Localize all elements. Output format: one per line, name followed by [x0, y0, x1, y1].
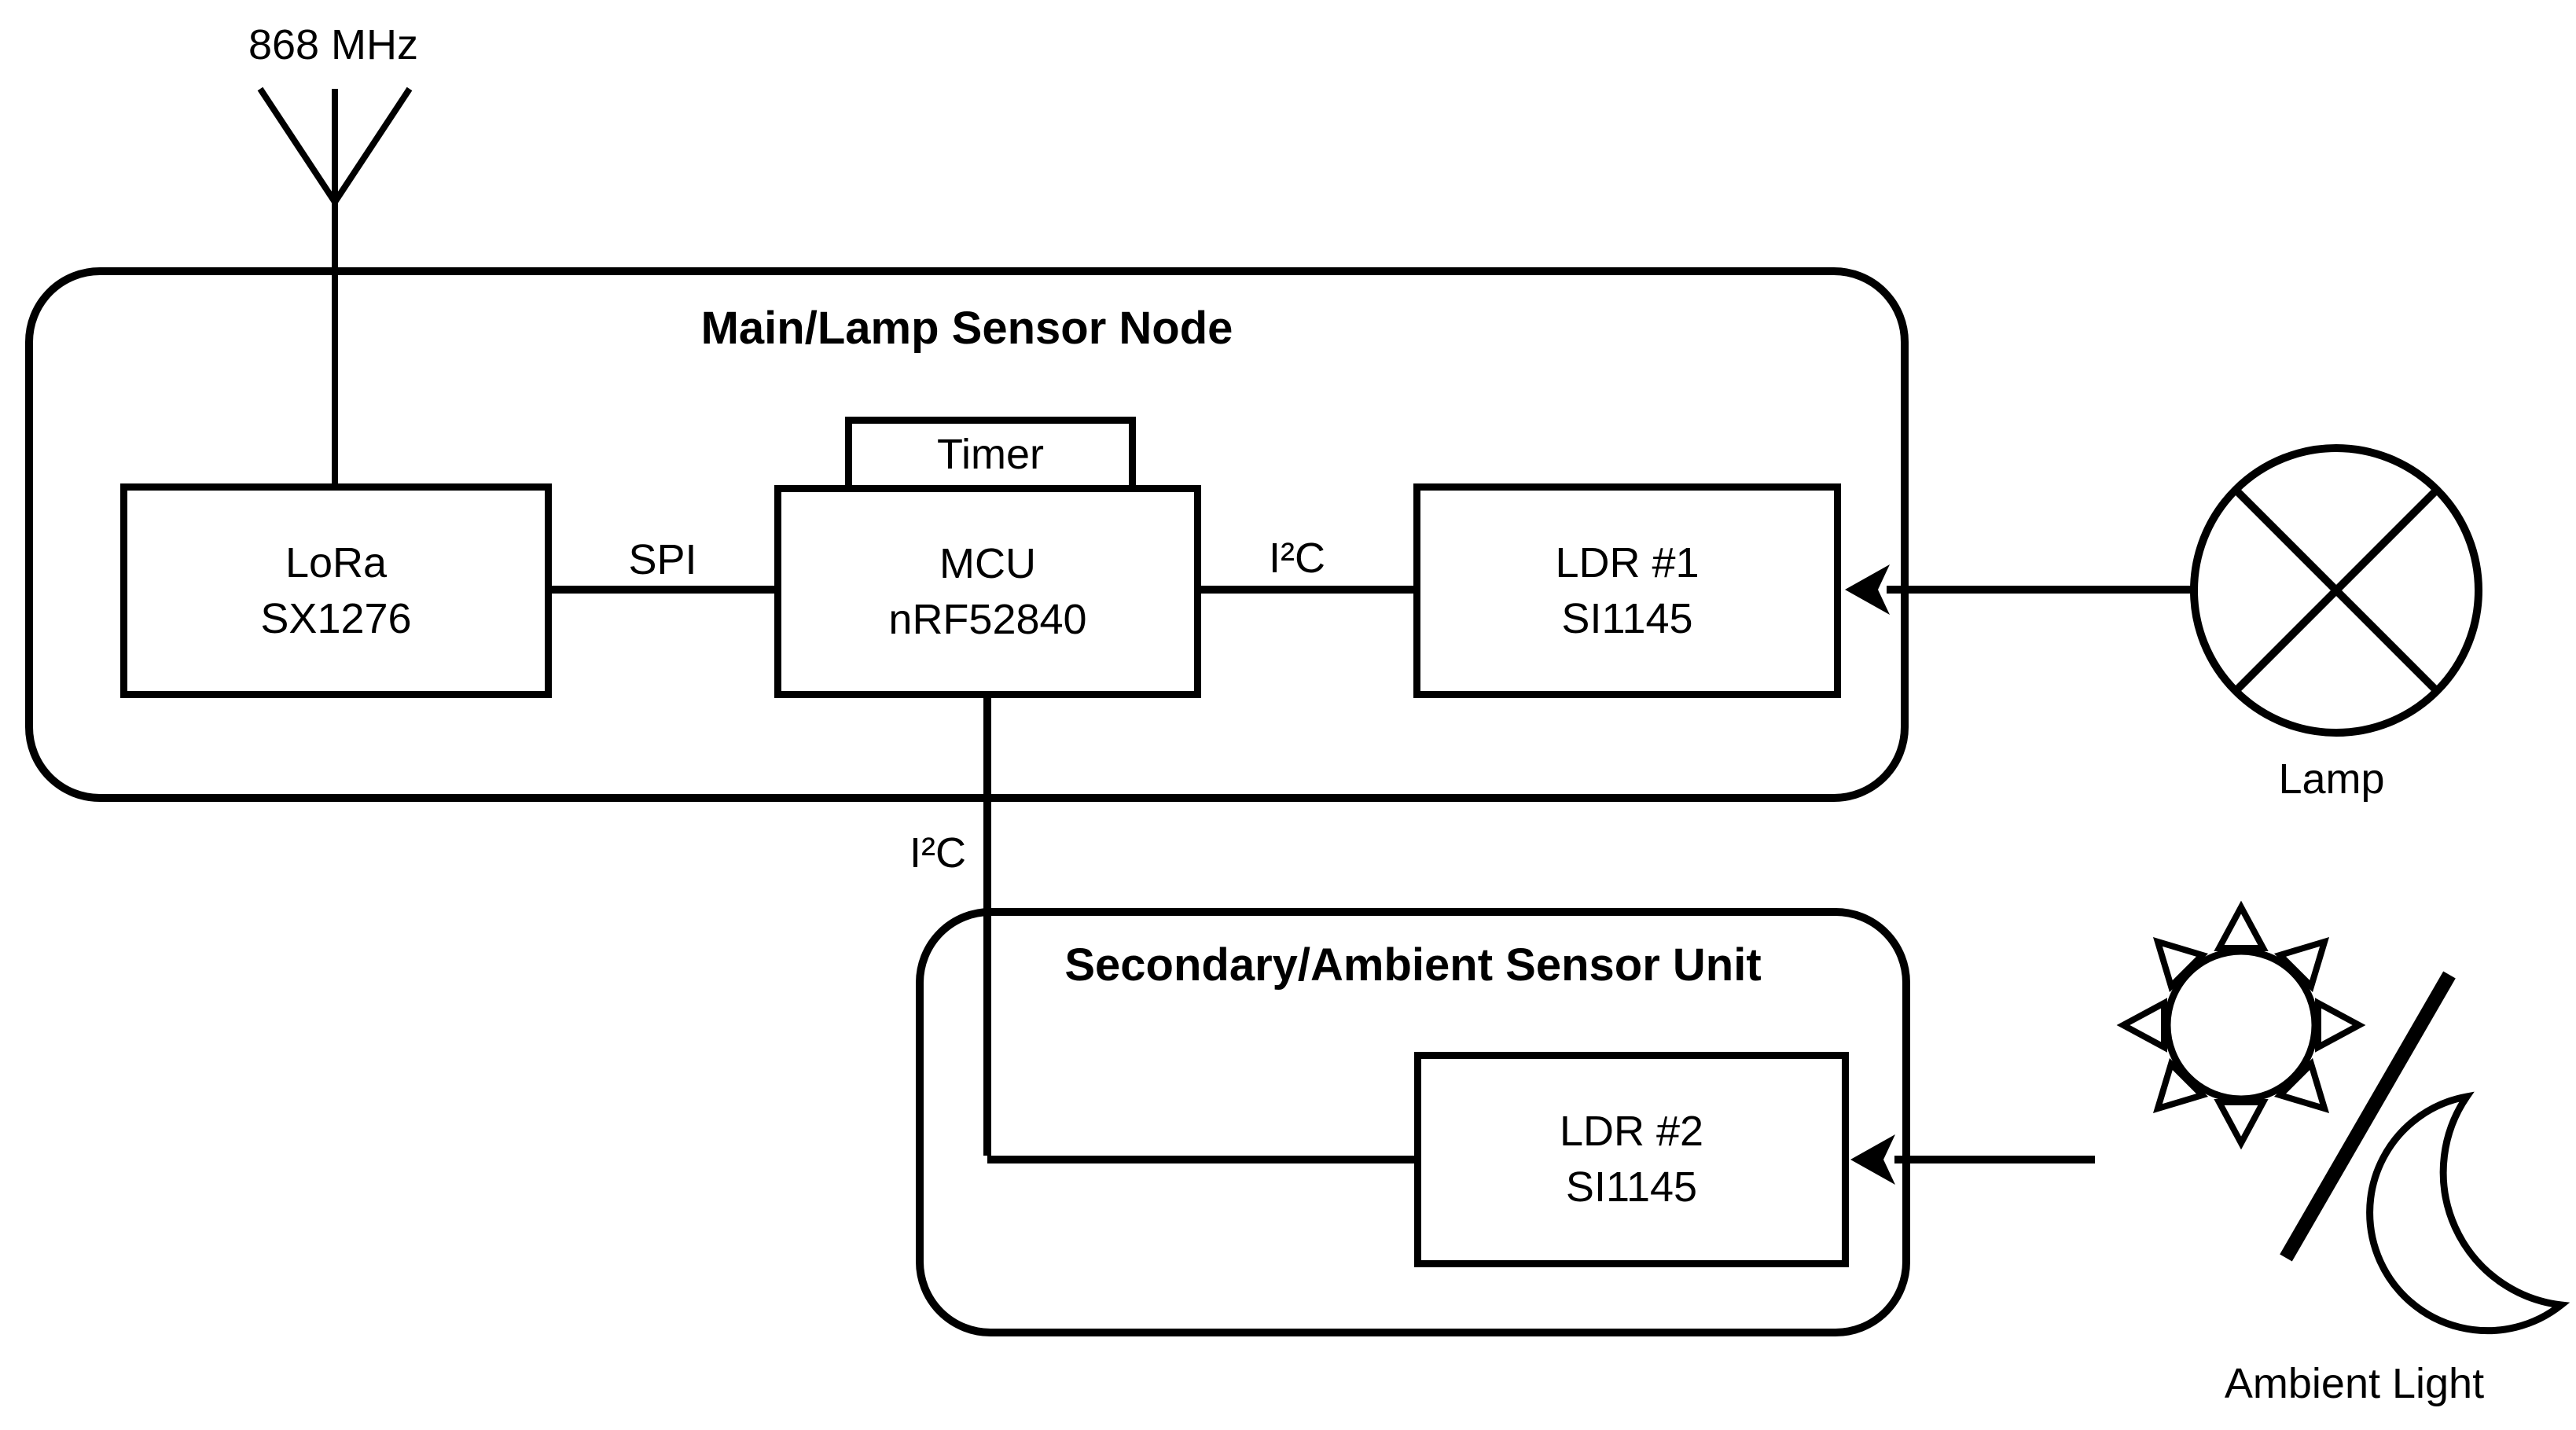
ldr2-name: LDR #2 — [1559, 1108, 1704, 1155]
mcu-block: MCU nRF52840 — [774, 485, 1201, 698]
sun-icon — [2123, 900, 2359, 1143]
secondary-unit-title: Secondary/Ambient Sensor Unit — [1064, 939, 1762, 991]
ldr2-block: LDR #2 SI1145 — [1414, 1052, 1849, 1267]
ldr1-name: LDR #1 — [1555, 539, 1700, 586]
ldr1-block: LDR #1 SI1145 — [1413, 483, 1841, 698]
timer-label: Timer — [937, 430, 1044, 478]
mcu-part-number: nRF52840 — [888, 595, 1087, 643]
ldr1-part-number: SI1145 — [1561, 594, 1693, 642]
spi-bus-label: SPI — [628, 536, 697, 583]
lora-block: LoRa SX1276 — [120, 483, 552, 698]
main-sensor-node-container — [25, 267, 1909, 802]
ldr2-part-number: SI1145 — [1565, 1163, 1698, 1211]
mcu-name: MCU — [939, 539, 1036, 587]
lora-name: LoRa — [285, 539, 388, 586]
lamp-icon — [2190, 444, 2482, 737]
timer-block: Timer — [845, 417, 1136, 492]
ambient-light-label: Ambient Light — [2224, 1360, 2485, 1407]
i2c-bus-label-ldr1: I²C — [1269, 535, 1325, 582]
day-night-slash — [2280, 971, 2456, 1262]
main-node-title: Main/Lamp Sensor Node — [700, 303, 1233, 354]
lora-part-number: SX1276 — [260, 594, 412, 642]
moon-icon — [2366, 1091, 2570, 1335]
antenna-frequency-label: 868 MHz — [248, 21, 419, 68]
i2c-bus-label-ldr2: I²C — [910, 829, 966, 877]
lamp-label: Lamp — [2278, 755, 2385, 803]
